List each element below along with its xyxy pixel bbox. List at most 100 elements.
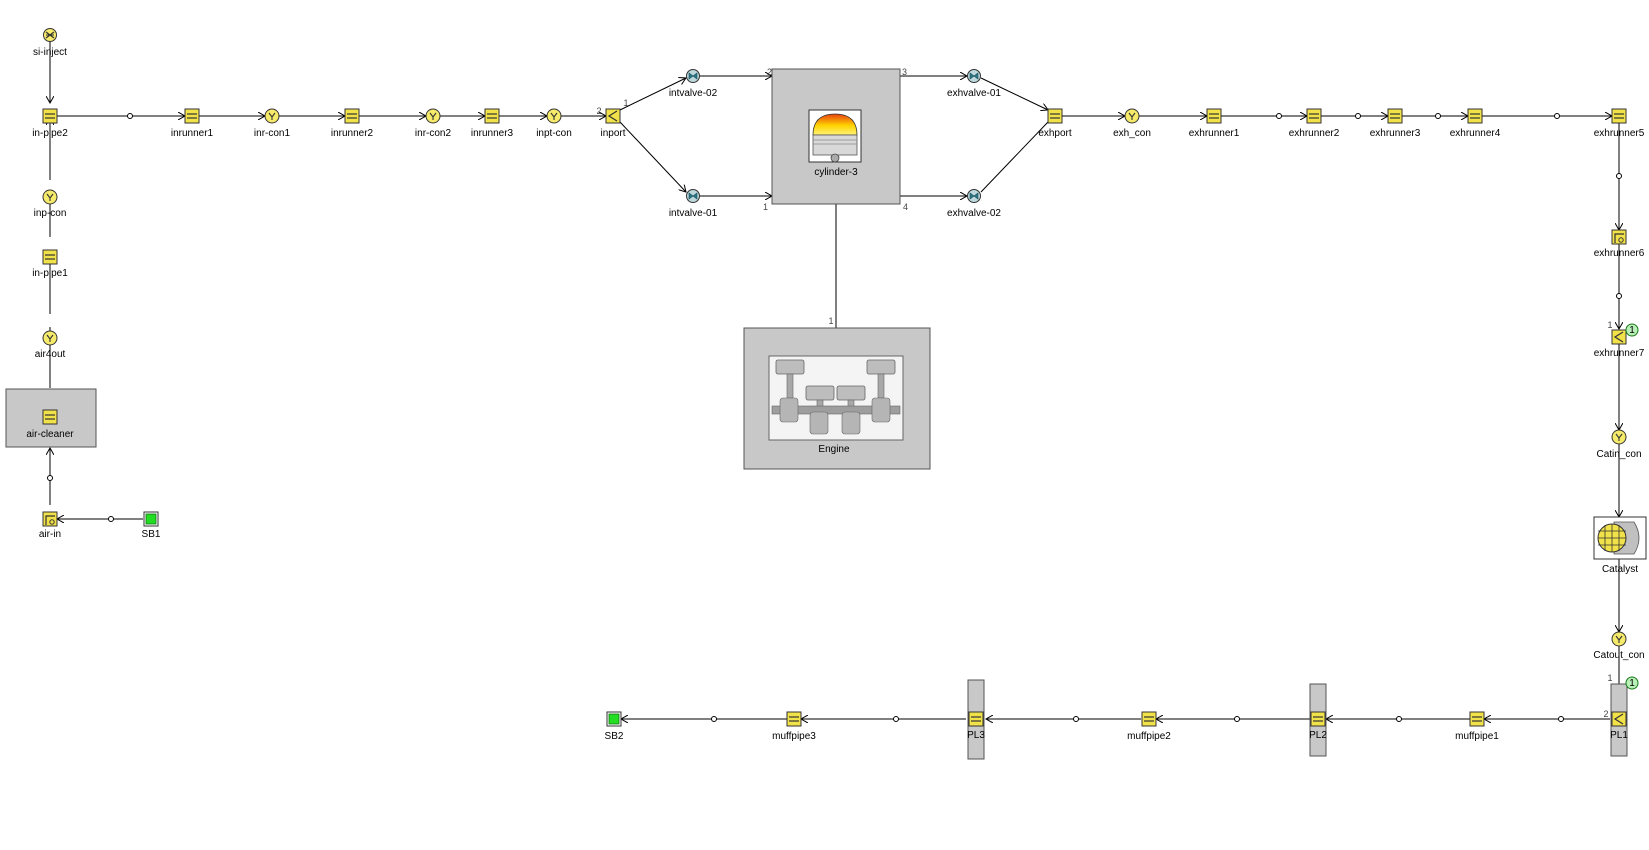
component-pl1[interactable]: 1 1 2 PL1 — [1603, 673, 1639, 757]
pipe-icon — [344, 108, 360, 124]
component-inrunner1[interactable]: inrunner1 — [171, 108, 214, 139]
port-number: 1 — [763, 202, 768, 212]
component-label: air-cleaner — [26, 429, 74, 440]
component-exhrunner4[interactable]: exhrunner4 — [1450, 108, 1501, 139]
component-sb2[interactable]: SB2 — [605, 711, 624, 742]
component-label: si-inject — [33, 47, 67, 58]
component-exhrunner6[interactable]: exhrunner6 — [1594, 229, 1645, 259]
port-number: 4 — [903, 202, 908, 212]
component-label: exhrunner3 — [1370, 128, 1421, 139]
component-label: PL3 — [967, 730, 985, 741]
port-number: 1 — [1607, 320, 1612, 330]
component-exhvalve-02[interactable]: exhvalve-02 — [947, 189, 1001, 220]
split-icon — [605, 108, 621, 124]
component-inrunner3[interactable]: inrunner3 — [471, 108, 514, 139]
port-number: 1 — [1607, 673, 1612, 683]
valve-icon — [967, 189, 981, 203]
component-sb1[interactable]: SB1 — [142, 511, 161, 540]
component-label: Catin_con — [1596, 449, 1641, 460]
port-number: 1 — [623, 98, 628, 108]
component-catin-con[interactable]: Catin_con — [1596, 429, 1642, 460]
pipe-icon — [1387, 108, 1403, 124]
component-in-pipe2[interactable]: in-pipe2 — [32, 108, 68, 139]
connector-icon — [1611, 631, 1627, 647]
split-icon — [1611, 711, 1627, 727]
component-label: SB2 — [605, 731, 624, 742]
component-catalyst[interactable]: Catalyst — [1593, 516, 1647, 575]
component-in-pipe1[interactable]: in-pipe1 — [32, 249, 68, 279]
bend-pipe-icon — [42, 511, 58, 527]
pipe-icon — [184, 108, 200, 124]
component-intvalve-01[interactable]: intvalve-01 — [669, 189, 718, 220]
component-pl3[interactable]: PL3 — [967, 679, 985, 760]
component-air4out[interactable]: air4out — [35, 330, 66, 360]
component-label: PL2 — [1309, 730, 1327, 741]
component-label: in-pipe1 — [32, 268, 68, 279]
pipe-icon — [1310, 711, 1326, 727]
component-label: exhport — [1038, 128, 1072, 139]
component-exhvalve-01[interactable]: exhvalve-01 — [947, 69, 1001, 100]
boundary-icon — [143, 511, 159, 527]
component-intvalve-02[interactable]: intvalve-02 — [669, 69, 718, 100]
component-muffpipe1[interactable]: muffpipe1 — [1455, 711, 1499, 742]
valve-icon — [967, 69, 981, 83]
component-label: air-in — [39, 529, 61, 540]
component-label: exhrunner2 — [1289, 128, 1340, 139]
component-exh-con[interactable]: exh_con — [1113, 108, 1151, 139]
component-exhport[interactable]: exhport — [1038, 108, 1072, 139]
component-cylinder-3[interactable]: 2 3 1 4 cylinder-3 — [763, 67, 908, 212]
component-label: intvalve-02 — [669, 88, 718, 99]
cylinder-icon — [808, 109, 862, 163]
pipe-icon — [1141, 711, 1157, 727]
component-exhrunner2[interactable]: exhrunner2 — [1289, 108, 1340, 139]
catalyst-icon — [1593, 516, 1647, 560]
port-number: 2 — [1603, 709, 1608, 719]
component-inpt-con[interactable]: inpt-con — [536, 108, 572, 139]
component-inport[interactable]: 2 1 inport — [596, 98, 628, 139]
component-muffpipe2[interactable]: muffpipe2 — [1127, 711, 1171, 742]
component-inp-con[interactable]: inp-con — [34, 189, 67, 219]
pipe-icon — [786, 711, 802, 727]
count-badge: 1 — [1629, 325, 1635, 336]
connector-icon — [42, 189, 58, 205]
pipe-icon — [968, 711, 984, 727]
component-label: inrunner2 — [331, 128, 374, 139]
component-label: air4out — [35, 349, 66, 360]
component-muffpipe3[interactable]: muffpipe3 — [772, 711, 816, 742]
pipe-icon — [1469, 711, 1485, 727]
component-air-cleaner[interactable]: air-cleaner — [5, 388, 97, 448]
component-pl2[interactable]: PL2 — [1309, 683, 1327, 757]
component-exhrunner5[interactable]: exhrunner5 — [1594, 108, 1645, 139]
component-exhrunner7[interactable]: 1 1 exhrunner7 — [1594, 320, 1645, 359]
component-label: muffpipe1 — [1455, 731, 1499, 742]
component-engine[interactable]: 1 Engine — [743, 316, 931, 470]
connector-icon — [1124, 108, 1140, 124]
component-exhrunner1[interactable]: exhrunner1 — [1189, 108, 1240, 139]
component-air-in[interactable]: air-in — [39, 511, 61, 540]
component-inr-con2[interactable]: inr-con2 — [415, 108, 452, 139]
component-label: inpt-con — [536, 128, 572, 139]
pipe-icon — [1206, 108, 1222, 124]
valve-icon — [686, 69, 700, 83]
component-inr-con1[interactable]: inr-con1 — [254, 108, 291, 139]
component-label: inport — [600, 128, 625, 139]
component-label: Catalyst — [1602, 564, 1638, 575]
component-inrunner2[interactable]: inrunner2 — [331, 108, 374, 139]
component-label: in-pipe2 — [32, 128, 68, 139]
pipe-icon — [42, 108, 58, 124]
component-si-inject[interactable]: si-inject — [33, 27, 67, 59]
component-label: inrunner1 — [171, 128, 214, 139]
valve-icon — [686, 189, 700, 203]
component-label: PL1 — [1610, 730, 1628, 741]
split-icon — [1611, 329, 1627, 345]
port-number: 2 — [767, 67, 772, 77]
boundary-icon — [606, 711, 622, 727]
component-label: Engine — [818, 444, 850, 455]
component-exhrunner3[interactable]: exhrunner3 — [1370, 108, 1421, 139]
component-label: inr-con2 — [415, 128, 452, 139]
count-badge: 1 — [1629, 678, 1635, 689]
port-number: 1 — [828, 316, 833, 326]
component-catout-con[interactable]: Catout_con — [1593, 631, 1645, 661]
component-label: intvalve-01 — [669, 208, 718, 219]
